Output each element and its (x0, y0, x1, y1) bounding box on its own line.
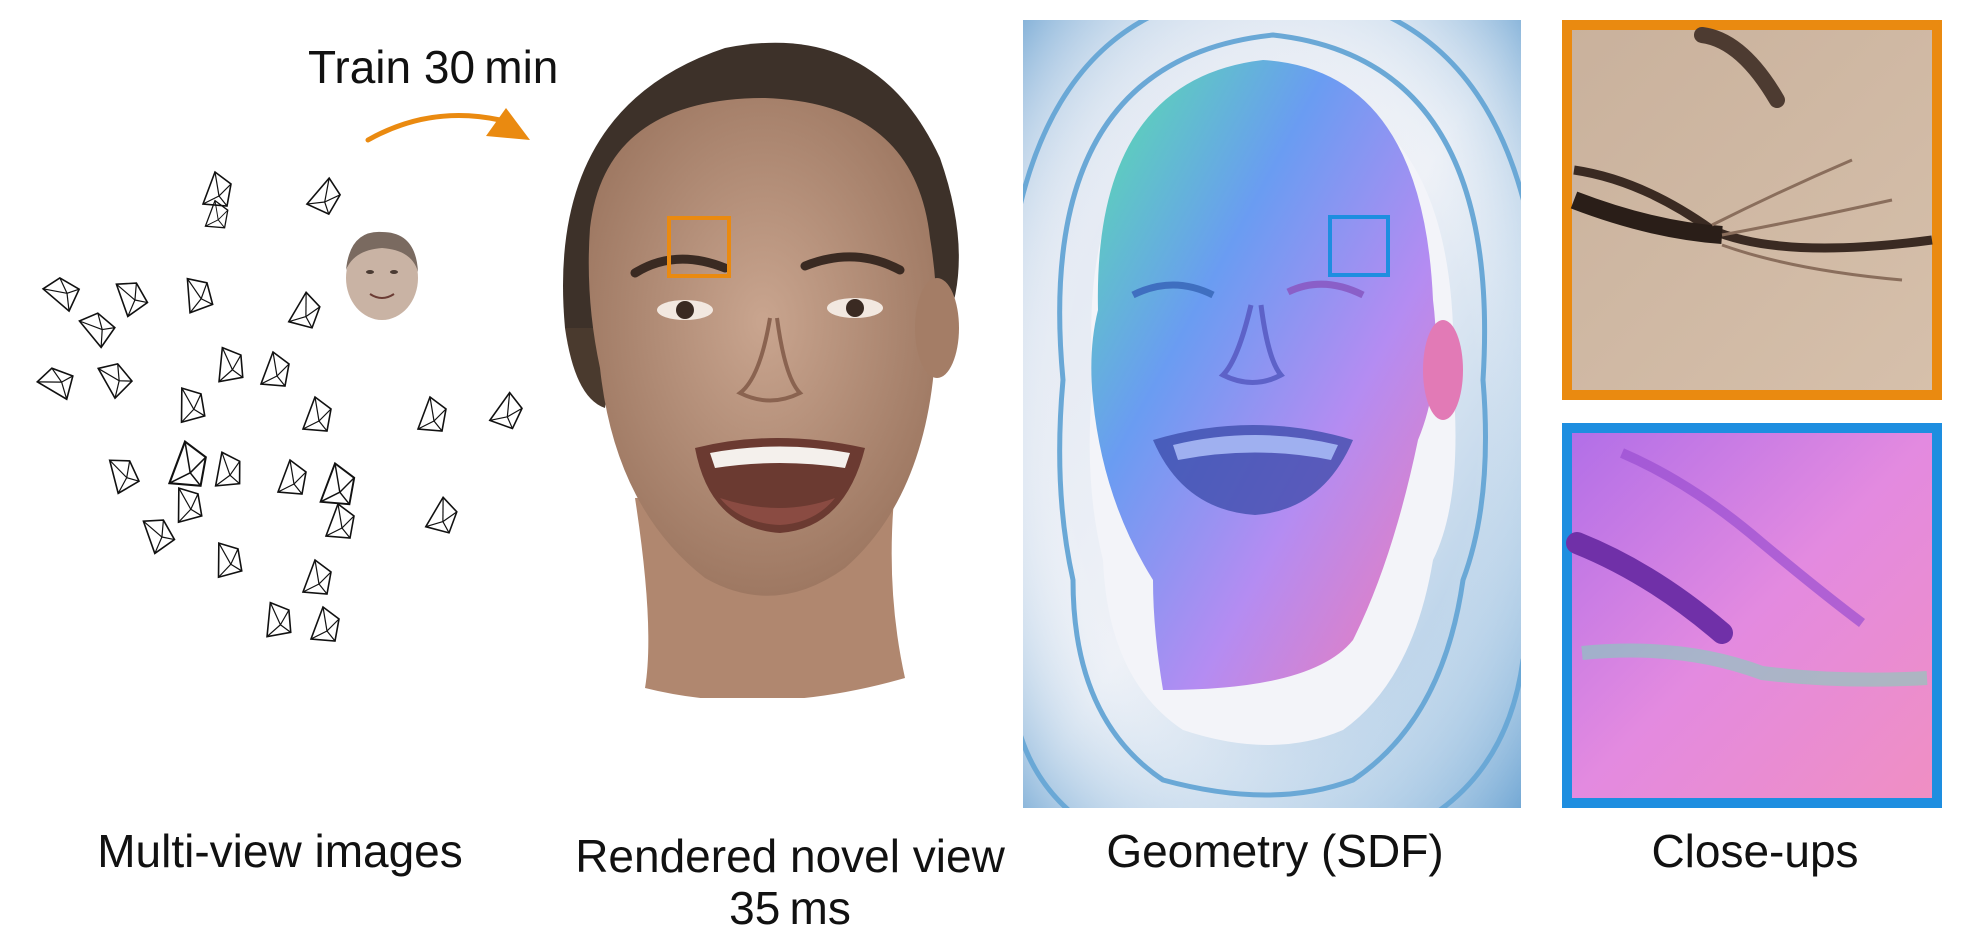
camera-icon (133, 510, 179, 556)
camera-icon (99, 450, 144, 496)
caption-render-time: 35 ms (729, 882, 851, 934)
camera-icon (169, 381, 210, 425)
caption-rendered-line1: Rendered novel view (575, 830, 1005, 882)
camera-icon (277, 459, 307, 495)
camera-icon (206, 536, 247, 580)
camera-icon (260, 351, 290, 387)
small-face-image (346, 231, 418, 320)
camera-icon (34, 365, 75, 401)
camera-icon (209, 448, 245, 489)
camera-icon (209, 342, 248, 385)
camera-icon (166, 481, 207, 525)
caption-multiview: Multi-view images (97, 825, 463, 877)
camera-icon (202, 171, 232, 207)
normal-closeup-image (1562, 423, 1942, 808)
camera-icon (72, 306, 118, 350)
camera-icon (106, 273, 152, 319)
camera-icon (302, 396, 332, 432)
camera-icon (310, 606, 340, 642)
blue-highlight-box (1328, 215, 1390, 277)
camera-icon (302, 559, 332, 595)
camera-icon (305, 173, 345, 217)
camera-icon (424, 494, 460, 535)
skin-closeup-image (1562, 20, 1942, 400)
train-arrow-icon (365, 108, 530, 143)
caption-geometry: Geometry (SDF) (1106, 825, 1444, 877)
camera-icon (175, 271, 218, 316)
camera-icon (417, 396, 447, 432)
camera-icon (287, 289, 323, 330)
rendered-head-image (563, 42, 959, 698)
camera-icon (168, 440, 207, 487)
camera-icon (38, 273, 82, 313)
camera-icon (257, 597, 296, 640)
camera-icon (319, 462, 356, 506)
train-time-label: Train 30 min (308, 41, 559, 93)
camera-rig-diagram (34, 171, 526, 642)
camera-icon (488, 388, 526, 431)
sdf-geometry-image (1023, 20, 1521, 808)
camera-icon (89, 355, 136, 401)
caption-rendered-view: Rendered novel view 35 ms (540, 830, 1040, 934)
orange-highlight-box (667, 216, 731, 278)
caption-closeups: Close-ups (1651, 825, 1859, 877)
camera-icon (325, 503, 355, 539)
